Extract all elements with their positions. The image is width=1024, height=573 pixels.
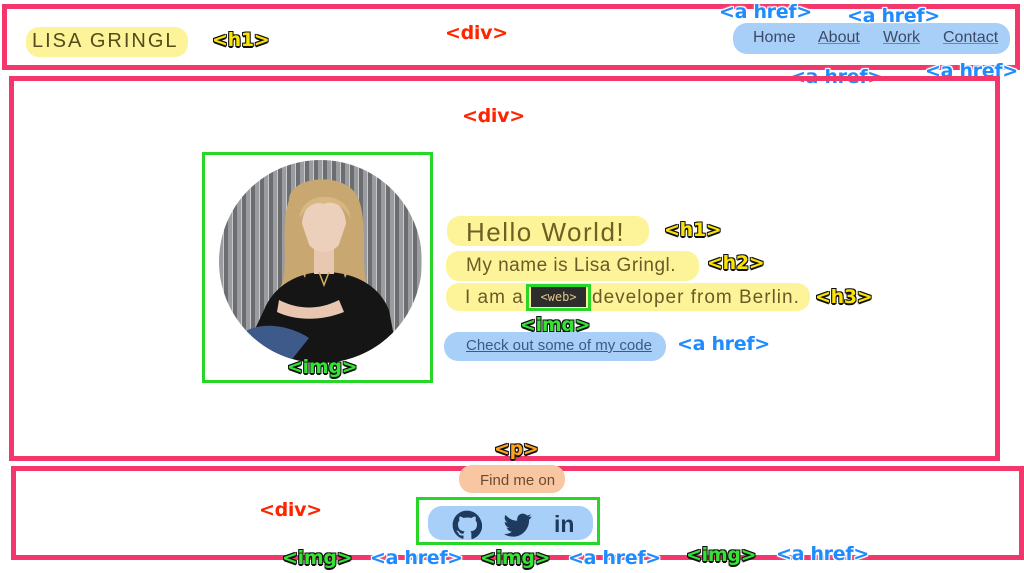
annotation-h1-greeting: <h1> (664, 219, 722, 241)
profile-photo-illustration (219, 160, 422, 363)
linkedin-icon: in (554, 511, 575, 537)
profile-img-outline (202, 152, 433, 383)
twitter-link[interactable] (503, 511, 533, 539)
nav-link-about[interactable]: About (818, 29, 860, 46)
annotation-div-footer: <div> (259, 499, 322, 521)
hero-role-suffix: developer from Berlin. (592, 287, 800, 308)
annotation-div-main: <div> (462, 105, 525, 127)
hero-role-prefix: I am a (465, 287, 524, 308)
nav-highlight (733, 23, 1010, 54)
annotation-a-cta: <a href> (677, 333, 770, 355)
annotation-a-twitter: <a href> (568, 547, 661, 569)
annotation-h1-logo: <h1> (212, 29, 270, 51)
nav-link-home[interactable]: Home (753, 29, 796, 46)
find-me-paragraph: Find me on (480, 472, 556, 489)
annotation-img-profile: <img> (287, 356, 358, 378)
annotation-h2-name: <h2> (707, 252, 765, 274)
check-code-link[interactable]: Check out some of my code (466, 337, 652, 354)
cta-highlight (444, 332, 666, 361)
greeting-highlight (447, 216, 649, 246)
nav-link-work[interactable]: Work (883, 29, 921, 46)
github-link[interactable] (452, 510, 483, 540)
site-logo-heading: LISA GRINGL (32, 30, 179, 52)
linkedin-link[interactable]: in (554, 510, 582, 538)
annotation-img-web: <img> (520, 314, 591, 336)
social-icons-outline (416, 497, 600, 545)
annotation-a-about: <a href> (847, 5, 940, 27)
logo-highlight (26, 27, 188, 57)
annotation-img-github: <img> (282, 547, 353, 569)
hero-name-subheading: My name is Lisa Gringl. (466, 255, 677, 276)
github-icon (452, 510, 483, 540)
web-badge-img-outline (526, 284, 591, 311)
twitter-icon (504, 513, 532, 537)
web-code-badge: <web> (531, 287, 586, 307)
profile-photo (219, 160, 422, 363)
role-highlight (446, 283, 810, 311)
annotation-h3-role: <h3> (815, 286, 873, 308)
annotation-a-github: <a href> (370, 547, 463, 569)
name-highlight (446, 251, 699, 281)
annotation-a-linkedin: <a href> (776, 543, 869, 565)
main-nav: Home About Work Contact (752, 29, 1012, 51)
annotation-img-twitter: <img> (480, 547, 551, 569)
annotation-div-header: <div> (445, 22, 508, 44)
annotation-img-linkedin: <img> (686, 544, 757, 566)
nav-link-contact[interactable]: Contact (943, 29, 999, 46)
hero-greeting-heading: Hello World! (466, 217, 626, 247)
annotation-p-find: <p> (494, 438, 539, 460)
header-div-outline (2, 4, 1020, 70)
find-me-highlight (459, 465, 565, 493)
main-div-outline (9, 76, 1000, 461)
annotation-a-home: <a href> (719, 1, 812, 23)
